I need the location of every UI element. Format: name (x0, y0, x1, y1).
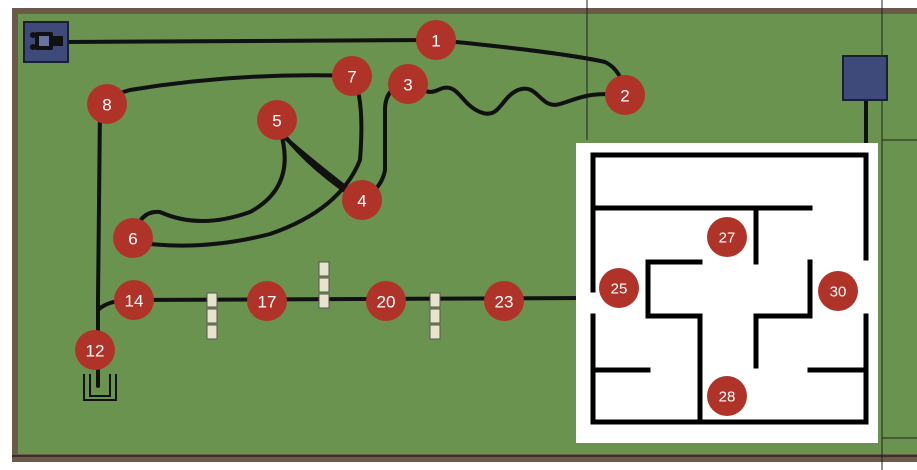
gate-stack-2 (318, 261, 330, 309)
node-marker (707, 217, 747, 257)
node-5: 5 (257, 100, 297, 140)
node-marker (342, 180, 382, 220)
node-label: 28 (719, 389, 736, 406)
node-4: 4 (342, 180, 382, 220)
start-box (23, 21, 69, 63)
node-marker (484, 281, 524, 321)
node-28: 28 (707, 376, 747, 416)
node-label: 7 (347, 68, 356, 87)
node-label: 20 (377, 293, 396, 312)
node-7: 7 (332, 56, 372, 96)
node-label: 4 (357, 192, 366, 211)
node-20: 20 (366, 281, 406, 321)
node-label: 1 (431, 32, 440, 51)
node-marker (818, 271, 858, 311)
robot-start-icon (30, 32, 63, 50)
track-5-to-6 (132, 122, 287, 238)
maze-walls (590, 152, 869, 425)
gate-stack-1 (206, 292, 218, 340)
gate-stack-3 (429, 292, 441, 340)
node-marker (257, 100, 297, 140)
track-2-to-3-wavy (406, 82, 626, 116)
node-marker (332, 56, 372, 96)
node-label: 2 (620, 87, 629, 106)
node-label: 30 (830, 284, 847, 301)
node-17: 17 (247, 281, 287, 321)
node-label: 3 (403, 76, 412, 95)
node-12: 12 (75, 330, 115, 370)
node-6: 6 (113, 218, 153, 258)
node-label: 6 (128, 230, 137, 249)
node-marker (114, 280, 154, 320)
node-label: 25 (611, 281, 628, 298)
node-marker (75, 330, 115, 370)
node-marker (366, 281, 406, 321)
node-marker (416, 20, 456, 60)
node-marker (605, 75, 645, 115)
node-label: 12 (86, 342, 105, 361)
node-8: 8 (87, 84, 127, 124)
track-start-to-1 (64, 38, 438, 44)
node-marker (388, 64, 428, 104)
node-label: 5 (272, 112, 281, 131)
node-label: 27 (719, 230, 736, 247)
node-label: 14 (125, 292, 144, 311)
track-7-to-6 (132, 74, 364, 248)
node-label: 23 (495, 293, 514, 312)
node-marker (247, 281, 287, 321)
node-3: 3 (388, 64, 428, 104)
node-27: 27 (707, 217, 747, 257)
bin-icon (83, 374, 117, 401)
node-25: 25 (599, 268, 639, 308)
node-14: 14 (114, 280, 154, 320)
node-marker (87, 84, 127, 124)
node-marker (113, 218, 153, 258)
node-label: 17 (258, 293, 277, 312)
node-marker (707, 376, 747, 416)
node-2: 2 (605, 75, 645, 115)
node-23: 23 (484, 281, 524, 321)
node-label: 8 (102, 96, 111, 115)
node-1: 1 (416, 20, 456, 60)
node-30: 30 (818, 271, 858, 311)
goal-box-icon (842, 55, 888, 101)
node-marker (599, 268, 639, 308)
